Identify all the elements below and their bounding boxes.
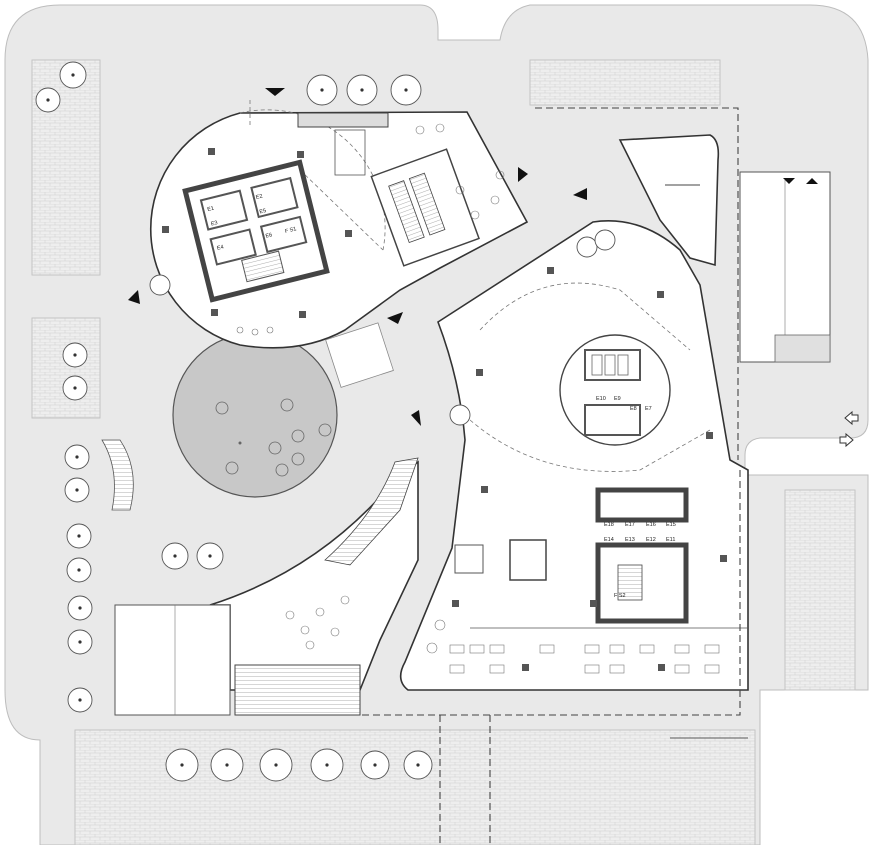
- podium-south: [114, 457, 419, 716]
- lift-label-e2: E2: [255, 193, 263, 200]
- entrance-arrows: [128, 88, 818, 426]
- podium-seating: [285, 595, 350, 650]
- entrance-arrow-icon: [265, 88, 285, 96]
- lift-label-e18: E18: [604, 522, 614, 528]
- tower-b-cafe-seating: [426, 619, 720, 674]
- entrance-arrow-icon: [783, 178, 795, 184]
- lift-label-e1: E1: [207, 206, 215, 213]
- west-terrace-steps: [101, 439, 134, 511]
- entrance-arrow-icon: [387, 312, 403, 324]
- entrance-arrow-icon: [411, 410, 421, 426]
- lift-label-e13: E13: [625, 537, 635, 543]
- brick-paving-west-1: [31, 59, 101, 276]
- tower-b-upper-core: [559, 334, 671, 446]
- brick-paving-south: [74, 729, 756, 845]
- lift-label-e15: E15: [666, 522, 676, 528]
- tower-b-lower-core-top: [595, 487, 689, 523]
- lift-label-e6: E6: [265, 232, 273, 239]
- tree-trunks: [46, 73, 420, 767]
- lift-label-e12: E12: [646, 537, 656, 543]
- lift-label-e4: E4: [216, 244, 224, 251]
- lift-label-e17: E17: [625, 522, 635, 528]
- vehicle-entry-arrow-icon: [839, 432, 854, 448]
- stair-label-fs1: F S1: [284, 226, 297, 235]
- lift-label-e16: E16: [646, 522, 656, 528]
- tower-b: E10 E9 E8 E7 E18 E17 E16 E15 E14 E13 E12…: [399, 220, 749, 691]
- tower-a: E1 E2 E3 E4 E5 E6 F S1: [150, 100, 529, 349]
- lift-label-e8: E8: [630, 406, 637, 412]
- plaza-fountain: [172, 332, 338, 498]
- lift-label-e5: E5: [259, 208, 267, 215]
- entrance-arrow-icon: [518, 167, 528, 182]
- site-boundary: [360, 107, 741, 845]
- lift-label-e11: E11: [666, 537, 675, 543]
- brick-paving-west-2: [31, 317, 101, 419]
- tower-a-cafe-seating: [236, 123, 505, 336]
- service-block: [618, 134, 831, 363]
- lift-label-e14: E14: [604, 537, 614, 543]
- tower-a-core: [182, 159, 330, 303]
- entrance-arrow-icon: [806, 178, 818, 184]
- lift-label-e3: E3: [210, 220, 218, 227]
- lift-label-e7: E7: [645, 406, 652, 412]
- entrance-arrow-icon: [128, 290, 140, 304]
- brick-paving-east: [784, 489, 856, 691]
- entrance-arrow-icon: [573, 188, 587, 200]
- brick-paving-north: [529, 59, 721, 106]
- vehicle-entry-arrows: [839, 410, 859, 448]
- lift-label-e10: E10: [596, 396, 606, 402]
- vehicle-entry-arrow-icon: [844, 410, 859, 426]
- stair-label-fs2: F S2: [614, 593, 626, 599]
- lift-label-e9: E9: [614, 396, 621, 402]
